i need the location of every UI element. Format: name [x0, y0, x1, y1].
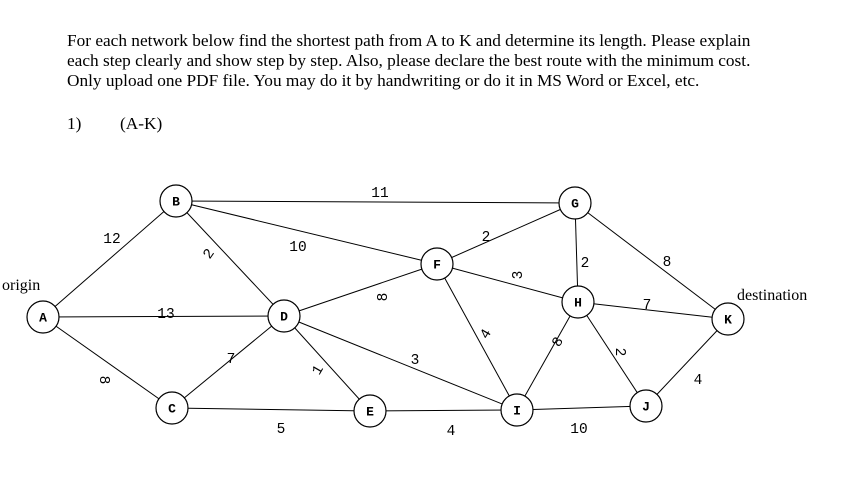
edge-j-k [645, 318, 729, 407]
node-circle-e [353, 394, 387, 428]
destination-label: destination [737, 287, 807, 304]
edge-h-i [516, 301, 579, 411]
edge-b-d [175, 200, 285, 317]
edge-weight-a-c: 8 [95, 376, 111, 385]
edge-weight-b-f: 10 [289, 240, 306, 256]
node-circle-j [629, 389, 663, 423]
edge-i-j [516, 405, 647, 411]
edge-weight-e-i: 4 [447, 424, 456, 440]
edge-h-k [577, 301, 729, 320]
edge-h-j [577, 301, 647, 407]
edge-weight-c-d: 7 [227, 352, 236, 368]
node-g: G [558, 186, 592, 220]
edges-layer [42, 200, 729, 412]
edge-weight-d-e: 1 [310, 363, 328, 379]
node-label-c: C [168, 401, 176, 416]
node-circle-h [561, 285, 595, 319]
edge-a-d [42, 315, 285, 318]
edge-weight-h-j: 2 [611, 348, 627, 357]
node-circle-c [155, 391, 189, 425]
node-label-j: J [642, 399, 650, 414]
edge-a-b [42, 200, 177, 318]
node-h: H [561, 285, 595, 319]
edge-b-f [175, 200, 438, 265]
edge-weight-a-d: 13 [157, 307, 174, 323]
edge-d-i [283, 315, 518, 411]
node-circle-d [267, 299, 301, 333]
node-d: D [267, 299, 301, 333]
node-f: F [420, 247, 454, 281]
edge-weight-j-k: 4 [694, 373, 703, 389]
problem-range: (A-K) [120, 114, 163, 133]
node-k: K [711, 302, 745, 336]
node-label-a: A [39, 310, 47, 325]
edge-weight-g-h: 2 [581, 256, 590, 272]
edge-a-c [42, 316, 173, 409]
node-a: A [26, 300, 60, 334]
edge-weight-d-i: 3 [411, 353, 420, 369]
instructions-line-2: each step clearly and show step by step.… [67, 51, 751, 70]
edge-g-k [574, 202, 729, 320]
node-label-f: F [433, 257, 441, 272]
edge-weight-f-h: 3 [511, 271, 527, 280]
edge-f-g [436, 202, 576, 265]
edge-f-i [436, 263, 518, 411]
node-circle-b [159, 184, 193, 218]
node-label-e: E [366, 404, 374, 419]
node-label-i: I [513, 403, 521, 418]
edge-weight-b-g: 11 [371, 186, 388, 202]
node-circle-i [500, 393, 534, 427]
instructions: For each network below find the shortest… [67, 31, 827, 91]
edge-c-d [171, 315, 285, 409]
edge-e-i [369, 409, 518, 412]
nodes-layer: A B C D E F G H I J K [26, 184, 745, 428]
edge-d-f [283, 263, 438, 317]
instructions-line-3: Only upload one PDF file. You may do it … [67, 71, 700, 90]
node-b: B [159, 184, 193, 218]
node-label-k: K [724, 312, 732, 327]
node-label-d: D [280, 309, 288, 324]
edge-f-h [436, 263, 579, 303]
edge-weight-d-f: 8 [376, 293, 392, 302]
edge-weight-i-j: 10 [570, 422, 587, 438]
node-label-g: G [571, 196, 579, 211]
node-circle-g [558, 186, 592, 220]
node-circle-f [420, 247, 454, 281]
edge-c-e [171, 407, 371, 412]
edge-weight-b-d: 2 [201, 246, 219, 262]
edge-weight-h-k: 7 [643, 298, 652, 314]
node-circle-k [711, 302, 745, 336]
node-c: C [155, 391, 189, 425]
node-circle-a [26, 300, 60, 334]
node-label-b: B [172, 194, 180, 209]
edge-d-e [283, 315, 371, 412]
edge-weight-c-e: 5 [277, 422, 286, 438]
problem-number: 1) [67, 114, 82, 133]
origin-label: origin [2, 277, 40, 294]
edge-weight-a-b: 12 [103, 232, 120, 248]
node-label-h: H [574, 295, 582, 310]
edge-weight-f-g: 2 [482, 230, 491, 246]
node-e: E [353, 394, 387, 428]
instructions-line-1: For each network below find the shortest… [67, 31, 751, 50]
node-i: I [500, 393, 534, 427]
edge-weight-g-k: 8 [663, 255, 672, 271]
edge-b-g [175, 200, 576, 204]
edge-weight-f-i: 4 [478, 327, 496, 343]
node-j: J [629, 389, 663, 423]
